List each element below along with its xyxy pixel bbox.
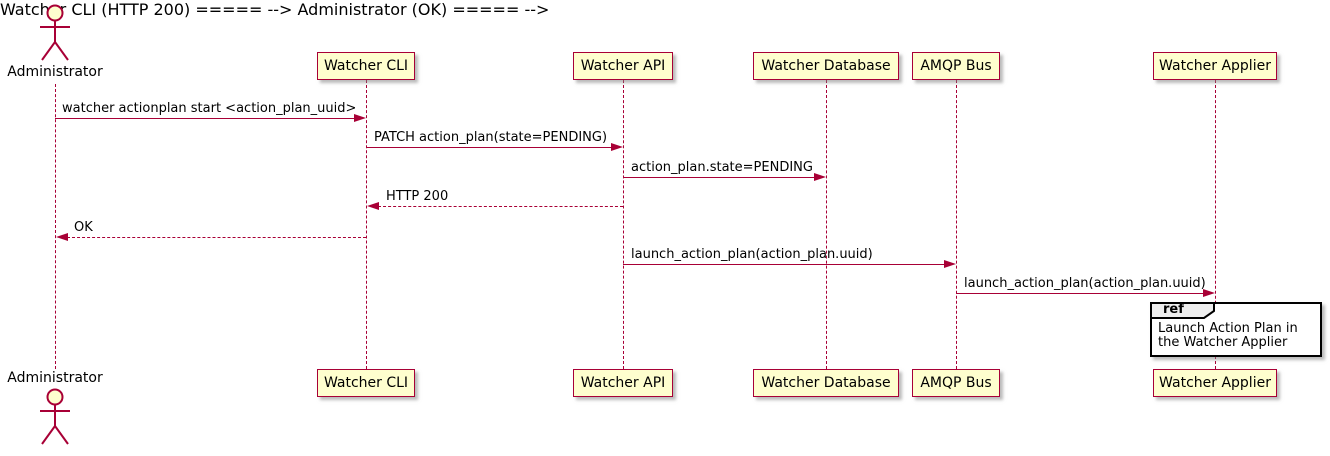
message-4-line xyxy=(378,206,623,207)
message-6-arrowhead-icon xyxy=(944,260,956,268)
message-7-arrowhead-icon xyxy=(1203,289,1215,297)
participant-watcher-database-top: Watcher Database xyxy=(753,52,899,80)
participant-watcher-database-bottom: Watcher Database xyxy=(753,369,899,397)
lifeline-watcher-database xyxy=(826,80,827,369)
participant-watcher-applier-top: Watcher Applier xyxy=(1153,52,1277,80)
ref-keyword-label: ref xyxy=(1163,302,1184,317)
lifeline-administrator xyxy=(55,84,56,369)
message-2-line xyxy=(366,147,612,148)
message-7-line xyxy=(956,293,1204,294)
message-6-label: launch_action_plan(action_plan.uuid) xyxy=(631,247,873,262)
message-2-label: PATCH action_plan(state=PENDING) xyxy=(374,130,608,145)
ref-body-text: Launch Action Plan in the Watcher Applie… xyxy=(1158,321,1298,350)
message-5-arrowhead-icon xyxy=(56,233,68,241)
message-4-arrowhead-icon xyxy=(367,202,379,210)
message-5-line xyxy=(67,237,366,238)
message-4-label: HTTP 200 xyxy=(386,189,449,204)
message-3-arrowhead-icon xyxy=(814,173,826,181)
participant-watcher-cli-bottom: Watcher CLI xyxy=(317,369,415,397)
message-2-arrowhead-icon xyxy=(611,143,623,151)
message-1-line xyxy=(55,118,355,119)
lifeline-watcher-api xyxy=(623,80,624,369)
message-3-label: action_plan.state=PENDING xyxy=(631,160,813,175)
actor-icon xyxy=(37,4,73,70)
participant-watcher-cli-top: Watcher CLI xyxy=(317,52,415,80)
ref-header: ref xyxy=(1150,302,1216,319)
message-6-line xyxy=(623,264,945,265)
message-1-arrowhead-icon xyxy=(354,114,366,122)
message-5-label: OK xyxy=(74,220,93,235)
actor-icon-bottom xyxy=(37,386,73,456)
message-7-label: launch_action_plan(action_plan.uuid) xyxy=(964,276,1206,291)
actor-label-bottom: Administrator xyxy=(7,370,103,386)
ref-fragment: ref Launch Action Plan in the Watcher Ap… xyxy=(1150,302,1322,357)
message-3-line xyxy=(623,177,815,178)
lifeline-watcher-applier xyxy=(1215,80,1216,369)
participant-watcher-api-top: Watcher API xyxy=(573,52,673,80)
message-1-label: watcher actionplan start <action_plan_uu… xyxy=(62,101,357,116)
participant-watcher-applier-bottom: Watcher Applier xyxy=(1153,369,1277,397)
actor-label-top: Administrator xyxy=(7,64,103,80)
lifeline-watcher-cli xyxy=(366,80,367,369)
lifeline-amqp-bus xyxy=(956,80,957,369)
participant-amqp-bus-bottom: AMQP Bus xyxy=(912,369,1000,397)
participant-watcher-api-bottom: Watcher API xyxy=(573,369,673,397)
participant-amqp-bus-top: AMQP Bus xyxy=(912,52,1000,80)
